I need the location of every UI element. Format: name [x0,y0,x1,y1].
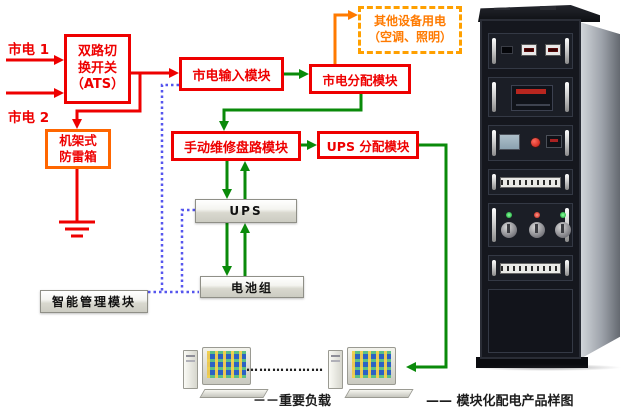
lcd-display [499,134,520,150]
other-loads-line2: （空调、照明） [367,30,452,44]
dist-to-other-arrowhead [348,10,358,20]
main-breaker [511,85,553,111]
mains2-arrowhead [54,88,64,98]
ats-to-input-arrowhead [169,68,179,78]
ats-line2: 换开关 [77,60,117,76]
management-label: 智能管理模块 [51,295,136,309]
module-rail [492,38,496,64]
rack-monitor-module [488,125,573,161]
computer-tower-icon [183,350,198,389]
mains-dist-box: 市电分配模块 [309,64,411,94]
mains-input-box: 市电输入模块 [179,57,284,91]
upsdist-to-load-line [415,143,448,369]
ups-to-battery-arrowhead [222,266,232,276]
spd-line1: 机架式 [59,132,97,148]
dist-to-bypass-line [222,94,363,122]
input-to-dist-arrowhead [299,69,309,79]
load-computer-left [182,347,278,399]
ups-to-bypass-arrowhead [240,161,250,171]
module-rail [565,82,569,112]
spd-box: 机架式 防雷箱 [45,129,111,169]
rotary-connector [555,222,571,238]
breaker-strip [500,263,561,274]
rotary-connector [501,222,517,238]
battery-box: 电池组 [200,276,304,298]
load-computer-right [327,347,423,399]
module-rail [492,260,496,276]
mains-dist-label: 市电分配模块 [322,72,398,88]
more-loads-dots: ……………… [246,360,324,374]
ats-box: 双路切 换开关 （ATS） [64,34,131,104]
rack-side-panel [580,22,620,359]
battery-label: 电池组 [230,280,273,295]
module-rail [492,130,496,156]
module-rail [565,130,569,156]
ups-box: UPS [195,199,297,223]
rack-shadow [472,364,622,371]
rack-switch [501,46,513,54]
monitor-link-mains-input [160,83,179,292]
module-rail [492,174,496,190]
module-rail [492,208,496,242]
mains1-arrowhead [54,55,64,65]
rack-product-photo [472,5,622,371]
battery-to-ups-arrowhead [240,223,250,233]
module-rail [565,38,569,64]
manual-bypass-label: 手动维修盘路模块 [183,140,288,156]
management-box: 智能管理模块 [40,290,148,313]
rack-breaker-row-module [488,255,573,281]
digital-meter [545,44,561,56]
mains2-label: 市电 2 [8,110,50,126]
bypass-to-upsdist-arrowhead [307,140,317,150]
module-rail [565,260,569,276]
ats-line1: 双路切 [77,43,117,59]
computer-monitor-icon [202,347,251,385]
spd-line2: 防雷箱 [59,149,97,164]
green-led [506,212,512,218]
ats-to-spd-arrowhead [72,119,82,129]
ups-dist-label: UPS 分配模块 [326,138,410,154]
small-meter [546,135,562,148]
green-led [560,212,566,218]
rotary-connector [529,222,545,238]
digital-meter [521,44,537,56]
other-loads-line1: 其他设备用电 [373,14,446,29]
legend-critical-loads: －－重要负载 [253,394,332,409]
rack-blank-panel [488,289,573,353]
dist-to-bypass-arrowhead [219,121,229,131]
rack-base [476,357,588,368]
rack-front-face [480,19,581,359]
module-rail [565,174,569,190]
rack-breaker-module [488,77,573,117]
manual-bypass-box: 手动维修盘路模块 [171,131,301,161]
module-rail [492,82,496,112]
rack-breaker-row-module [488,169,573,195]
mains1-label: 市电 1 [8,42,50,58]
dist-to-other-line [333,13,349,64]
rack-connector-module [488,203,573,247]
computer-screen [207,351,246,378]
computer-screen [352,351,391,378]
other-loads-box: 其他设备用电 （空调、照明） [358,6,462,54]
emergency-button [531,138,540,147]
computer-monitor-icon [347,347,396,385]
ground-symbol [59,169,95,238]
red-led [534,212,540,218]
breaker-strip [500,177,561,188]
bypass-to-ups-arrowhead [222,189,232,199]
monitor-link-ups [180,208,195,292]
computer-tower-icon [328,350,343,389]
ups-label: UPS [229,204,263,218]
rack-meter-module [488,33,573,69]
mains-input-label: 市电输入模块 [192,68,271,84]
rack-top-cap [478,5,600,22]
ups-dist-box: UPS 分配模块 [317,131,419,159]
ats-line3: （ATS） [70,77,125,93]
computer-keyboard-icon [344,389,414,398]
legend-product-sample: —— 模块化配电产品样图 [426,394,574,409]
